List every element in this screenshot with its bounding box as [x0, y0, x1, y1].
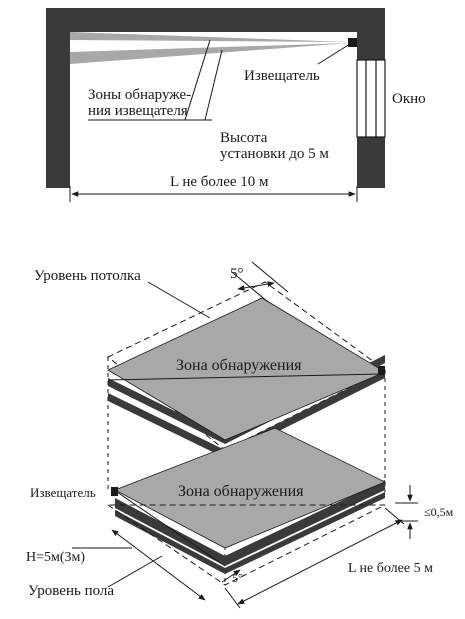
detector-lower [111, 487, 118, 496]
length-ext-2 [384, 507, 405, 525]
upper-zone-label: Зона обнаружения [176, 357, 302, 374]
gap-label: ≤0,5м [424, 505, 454, 519]
angle-top-label: 5° [230, 266, 244, 282]
length-ext-1 [224, 587, 241, 609]
lower-zone-slab [114, 427, 386, 574]
plan-height-label: Высота [220, 130, 268, 146]
iso-detector-label: Извещатель [30, 485, 96, 500]
floor-level-label: Уровень пола [28, 583, 114, 599]
length-dimension [237, 519, 403, 605]
detector-upper [378, 366, 385, 375]
right-wall-upper [357, 8, 385, 60]
zones-leader-2 [204, 49, 223, 121]
zones-leader-1 [184, 39, 211, 121]
plan-length-label: L не более 10 м [170, 174, 269, 190]
angle-bottom-arrow [221, 569, 241, 583]
angle-bottom-label: 5° [232, 571, 243, 585]
plan-view: Зоны обнаруже- ния извещателя Извещатель… [46, 8, 426, 202]
ceiling-leader [147, 281, 211, 319]
ceiling-level-label: Уровень потолка [34, 268, 141, 284]
detector-leader [317, 43, 351, 65]
plan-zones-label: Зоны обнаруже- [88, 87, 191, 103]
iso-view: Уровень потолка 5° Зона обнаружения Зона… [26, 261, 454, 609]
lower-zone-surface [114, 427, 386, 549]
right-wall-lower [357, 137, 385, 188]
plan-window-label: Окно [392, 91, 426, 107]
left-wall [46, 8, 70, 188]
plan-detector-label: Извещатель [244, 68, 320, 84]
iso-length-label: L не более 5 м [348, 561, 433, 576]
plan-height-label-2: установки до 5 м [220, 146, 329, 162]
plan-zones-label-2: ния извещателя [88, 103, 188, 119]
angle-top-arrow [237, 281, 275, 291]
ceiling-wall [46, 8, 385, 32]
upper-zone-slab [107, 297, 386, 458]
detector-plan [348, 38, 357, 47]
lower-zone-label: Зона обнаружения [178, 483, 304, 500]
floor-leader [107, 555, 163, 588]
angle-top-line-2 [251, 261, 289, 293]
detection-zone-lower [70, 43, 350, 64]
window [356, 59, 386, 138]
height-dimension [111, 529, 206, 601]
detection-zone-upper [70, 32, 350, 42]
height-label: H=5м(3м) [26, 550, 85, 565]
